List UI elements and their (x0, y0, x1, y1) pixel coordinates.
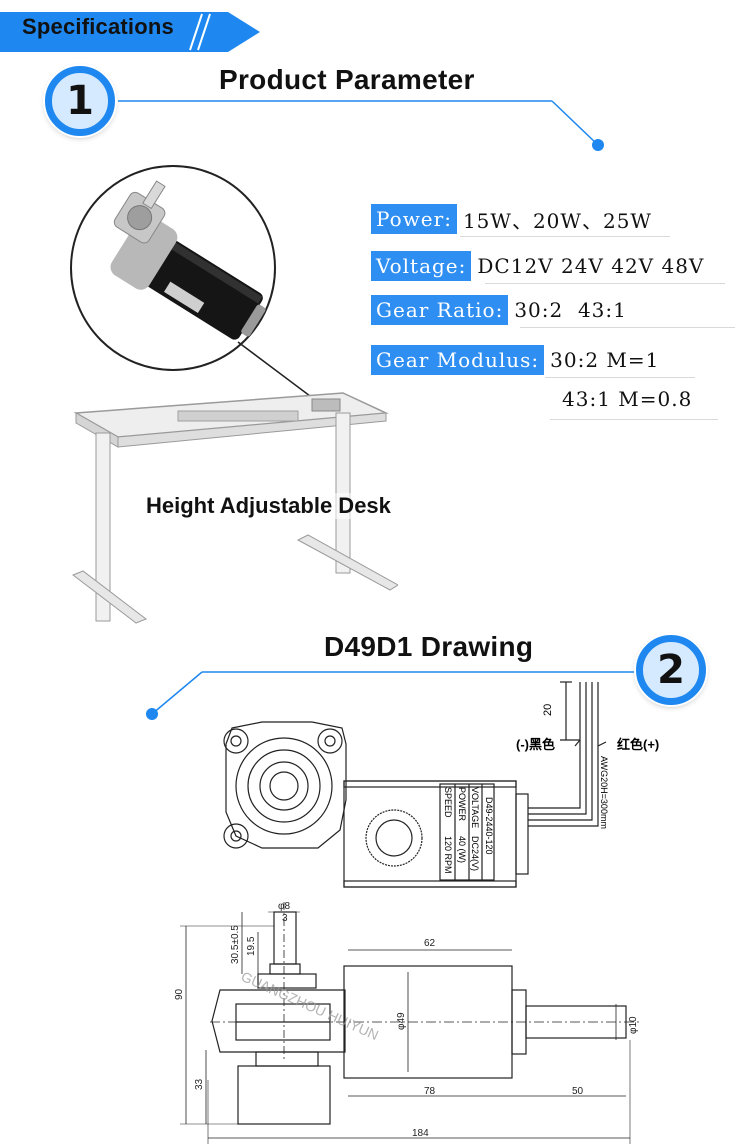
nameplate-voltage-value: DC24(V) (470, 836, 480, 871)
param-gear-modulus-2: 43:1 M=0.8 (556, 387, 692, 411)
param-label: Power: (371, 204, 457, 234)
dim-total-len: 184 (412, 1128, 429, 1139)
row-divider (545, 377, 695, 378)
dim-flat-len: 19.5 (246, 936, 257, 956)
row-divider (550, 419, 718, 420)
dim-out-shaft-dia: φ10 (628, 1016, 639, 1034)
wire-length-dim: 20 (542, 704, 554, 716)
dim-motor-len: 78 (424, 1086, 436, 1097)
dim-body-dia: φ49 (396, 1012, 407, 1030)
param-value: 15W、20W、25W (462, 208, 652, 233)
dim-shaft-len: 30.5±0.5 (230, 925, 241, 964)
connector-dot-2 (146, 708, 158, 720)
dim-bottom: 33 (194, 1078, 205, 1090)
dim-height: 90 (174, 988, 185, 1000)
desk-frame (71, 392, 398, 624)
param-value: 43:1 M=0.8 (562, 387, 693, 411)
watermark: GUANGZHOU HUIYUN (239, 968, 381, 1043)
pos-wire-label: 红色(+) (617, 737, 659, 752)
param-voltage: Voltage: DC12V 24V 42V 48V (371, 251, 704, 281)
nameplate-model: D49-2440-120 (484, 797, 494, 855)
param-value: 30:2 43:1 (514, 298, 627, 322)
dim-out-shaft-len: 50 (572, 1086, 584, 1097)
dim-body-len: 62 (424, 938, 436, 949)
param-label: Voltage: (371, 251, 472, 281)
desk-label: Height Adjustable Desk (146, 493, 391, 519)
section1-title: Product Parameter (219, 64, 475, 95)
param-value: 30:2 M=1 (550, 348, 660, 372)
param-label: Gear Ratio: (371, 295, 509, 325)
param-value: DC12V 24V 42V 48V (477, 254, 705, 278)
section2-number: 2 (636, 635, 706, 705)
param-label: Gear Modulus: (371, 345, 545, 375)
row-divider (460, 236, 670, 237)
wire-spec: AWG20H=300mm (599, 756, 609, 829)
nameplate-power-label: POWER (457, 787, 467, 822)
banner-shape (0, 12, 260, 52)
section1-number: 1 (45, 66, 115, 136)
section2-title: D49D1 Drawing (324, 631, 534, 662)
nameplate-speed-label: SPEED (443, 787, 453, 818)
nameplate-power-value: 40 (W) (457, 836, 467, 863)
row-divider (520, 327, 735, 328)
row-divider (485, 283, 725, 284)
param-gear-ratio: Gear Ratio: 30:2 43:1 (371, 295, 627, 325)
nameplate-voltage-label: VOLTAGE (470, 787, 480, 828)
banner-label: Specifications (22, 14, 174, 39)
nameplate-speed-value: 120 RPM (443, 836, 453, 874)
motor-photo (70, 165, 276, 371)
param-gear-modulus: Gear Modulus: 30:2 M=1 (371, 345, 659, 375)
connector-dot (592, 139, 604, 151)
neg-wire-label: (-)黑色 (516, 737, 555, 752)
dim-key: 3 (282, 913, 288, 924)
param-power: Power: 15W、20W、25W (371, 204, 652, 234)
dim-shaft-dia: φ8 (278, 901, 290, 912)
